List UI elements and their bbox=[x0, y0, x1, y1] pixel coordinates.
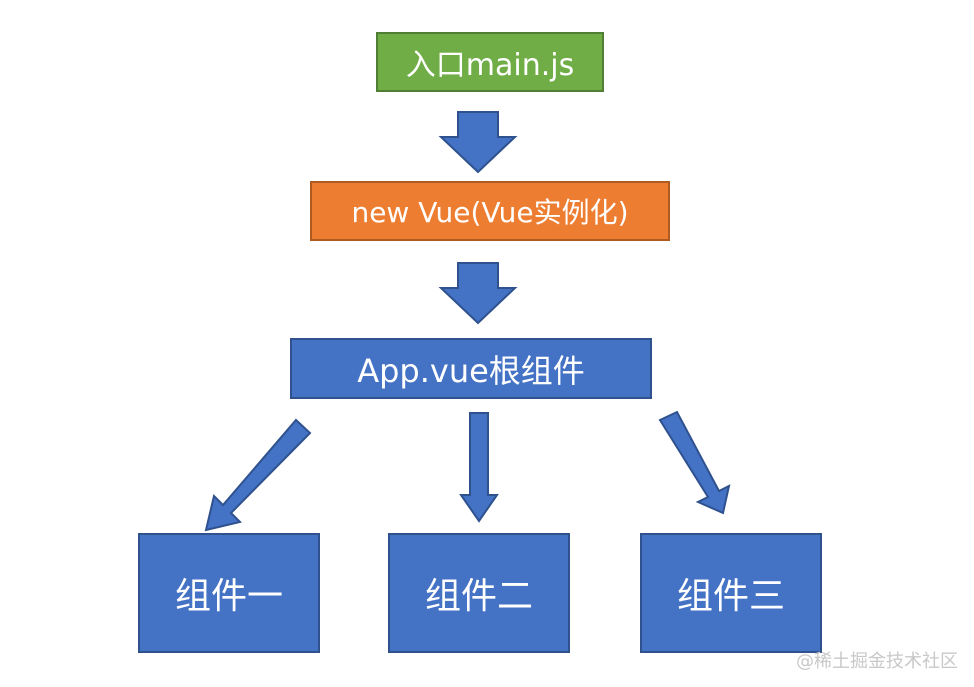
arrow-app-to-component-3 bbox=[658, 410, 731, 515]
root-component-node: App.vue根组件 bbox=[290, 338, 652, 399]
vue-instance-node: new Vue(Vue实例化) bbox=[310, 181, 670, 241]
component-3-node: 组件三 bbox=[640, 533, 822, 653]
arrow-app-to-component-1 bbox=[204, 418, 312, 532]
arrow-app-to-component-2 bbox=[459, 412, 499, 523]
arrow-entry-to-vue bbox=[438, 111, 518, 174]
arrow-vue-to-app bbox=[438, 262, 518, 325]
watermark: @稀土掘金技术社区 bbox=[796, 651, 958, 672]
component-2-node: 组件二 bbox=[388, 533, 570, 653]
component-1-node: 组件一 bbox=[138, 533, 320, 653]
entry-node: 入口main.js bbox=[376, 32, 604, 92]
